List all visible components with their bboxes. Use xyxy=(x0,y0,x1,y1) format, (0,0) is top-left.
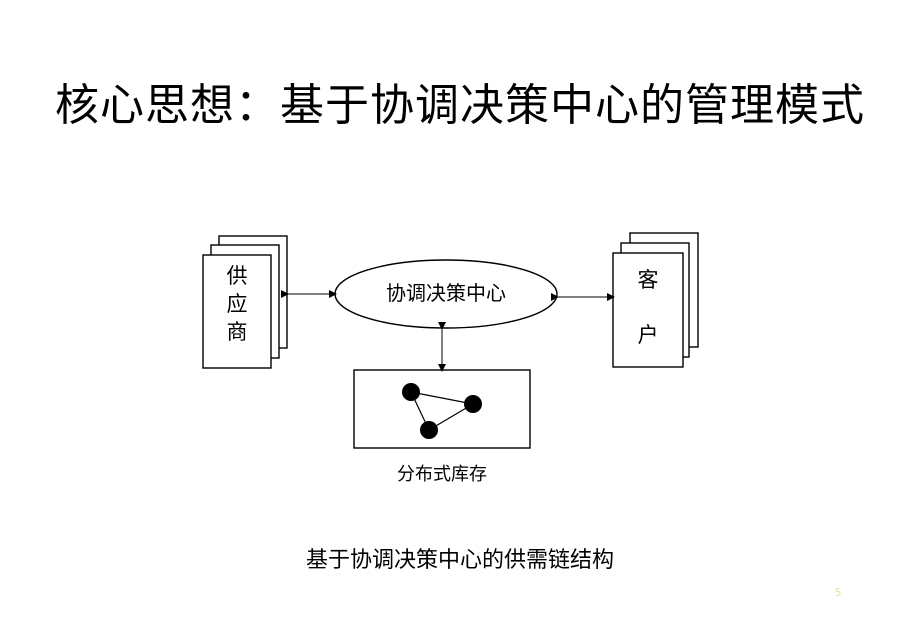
customer-label-line2: 户 xyxy=(637,323,659,347)
customer-label-line1: 客 xyxy=(637,268,659,292)
inventory-box xyxy=(353,369,531,449)
network-node xyxy=(420,421,438,439)
slide-title: 核心思想：基于协调决策中心的管理模式 xyxy=(55,80,865,131)
diagram-caption: 基于协调决策中心的供需链结构 xyxy=(305,548,614,573)
page-number: 5 xyxy=(834,586,842,599)
supplier-label: 供 应 商 xyxy=(226,264,248,344)
inventory-network xyxy=(402,383,482,439)
network-node xyxy=(464,395,482,413)
customer-document-stack xyxy=(612,232,699,368)
network-edge xyxy=(410,391,474,405)
inventory-label: 分布式库存 xyxy=(397,464,487,485)
supplier-document-stack xyxy=(202,235,288,369)
network-node xyxy=(402,383,420,401)
coordination-center-label: 协调决策中心 xyxy=(386,281,506,305)
